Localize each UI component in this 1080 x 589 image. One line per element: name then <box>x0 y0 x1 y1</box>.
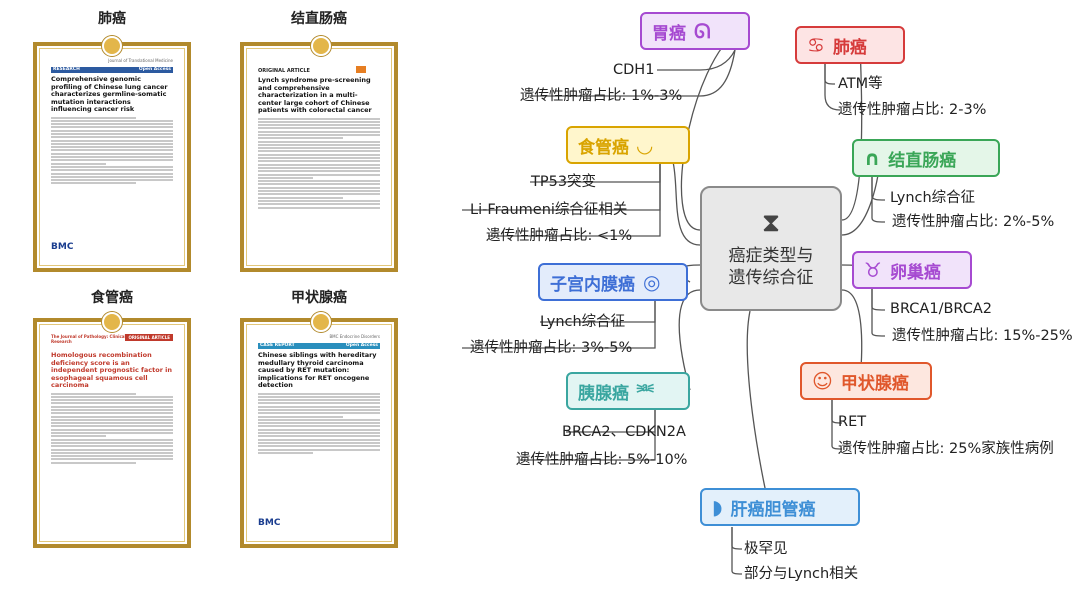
paper-thumbnail-esophageal[interactable]: The Journal of Pathology: Clinical Resea… <box>33 318 191 548</box>
leaf-stomach-ratio: 遗传性肿瘤占比: 1%-3% <box>520 88 683 104</box>
node-thyroid[interactable]: ☺ 甲状腺癌 <box>800 362 932 400</box>
liver-icon: ◗ <box>712 495 723 519</box>
center-title-line1: 癌症类型与 <box>728 246 814 266</box>
medal-icon <box>311 36 331 56</box>
uterus-icon: ◎ <box>643 270 661 294</box>
leaf-ovarian-gene: BRCA1/BRCA2 <box>890 301 993 317</box>
node-ovarian[interactable]: ♉ 卵巢癌 <box>852 251 972 289</box>
node-label: 子宫内膜癌 <box>550 274 635 295</box>
article-type-bar: RESEARCH Open Access <box>51 67 173 73</box>
journal-name: The Journal of Pathology: Clinical Resea… <box>51 334 126 344</box>
center-title-line2: 遗传综合征 <box>728 268 814 288</box>
node-lung[interactable]: ♋ 肺癌 <box>795 26 905 64</box>
leaf-colorectal-ratio: 遗传性肿瘤占比: 2%-5% <box>892 214 1055 230</box>
dna-hourglass-icon: ⧗ <box>761 208 781 238</box>
node-endometrial[interactable]: 子宫内膜癌 ◎ <box>538 263 688 301</box>
paper-thumbnail-colorectal[interactable]: ORIGINAL ARTICLE Lynch syndrome pre-scre… <box>240 42 398 272</box>
node-label: 卵巢癌 <box>889 262 941 283</box>
paper-thumbnail-lung[interactable]: Journal of Translational Medicine RESEAR… <box>33 42 191 272</box>
leaf-esophagus-syndrome: Li-Fraumeni综合征相关 <box>470 202 628 218</box>
medal-icon <box>102 36 122 56</box>
node-label: 甲状腺癌 <box>840 373 909 394</box>
paper-label-esophageal: 食管癌 <box>91 290 133 306</box>
leaf-ovarian-ratio: 遗传性肿瘤占比: 15%-25% <box>892 328 1073 344</box>
medal-icon <box>311 312 331 332</box>
thyroid-icon: ☺ <box>812 369 833 393</box>
ovary-icon: ♉ <box>864 258 882 282</box>
paper-label-lung: 肺癌 <box>98 11 126 27</box>
node-colorectal[interactable]: ∩ 结直肠癌 <box>852 139 1000 177</box>
body-text-lines <box>258 392 380 454</box>
paper-label-thyroid: 甲状腺癌 <box>291 290 347 306</box>
article-type: RESEARCH <box>53 67 80 72</box>
body-text-lines <box>258 117 380 209</box>
article-type-bar: CASE REPORT Open Access <box>258 343 380 349</box>
node-biliary[interactable]: ◗ 肝癌胆管癌 <box>700 488 860 526</box>
node-label: 结直肠癌 <box>888 150 957 171</box>
lungs-icon: ♋ <box>807 33 825 57</box>
node-label: 肝癌胆管癌 <box>730 499 816 520</box>
center-node[interactable]: ⧗ 癌症类型与 遗传综合征 <box>700 186 842 311</box>
node-label: 胰腺癌 <box>578 383 629 404</box>
paper-thumbnail-thyroid[interactable]: BMC Endocrine Disorders CASE REPORT Open… <box>240 318 398 548</box>
paper-title: Comprehensive genomic profiling of Chine… <box>51 75 168 113</box>
paper-title: Chinese siblings with hereditary medulla… <box>258 351 377 389</box>
leaf-esophagus-gene: TP53突变 <box>531 174 597 190</box>
paper-label-colorectal: 结直肠癌 <box>291 11 347 27</box>
leaf-endometrial-syndrome: Lynch综合征 <box>540 314 626 330</box>
pancreas-icon: ⎃ <box>637 379 654 403</box>
body-text-lines <box>51 116 173 185</box>
node-label: 胃癌 <box>652 23 686 44</box>
publisher-logo: BMC <box>51 242 74 252</box>
leaf-lung-ratio: 遗传性肿瘤占比: 2-3% <box>838 102 987 118</box>
node-label: 食管癌 <box>578 137 629 158</box>
leaf-biliary-lynch: 部分与Lynch相关 <box>744 566 859 582</box>
leaf-biliary-rarity: 极罕见 <box>744 541 788 557</box>
publisher-logo: BMC <box>258 518 281 528</box>
leaf-lung-gene: ATM等 <box>838 76 883 92</box>
paper-title: Lynch syndrome pre-screening and compreh… <box>258 76 372 114</box>
leaf-endometrial-ratio: 遗传性肿瘤占比: 3%-5% <box>470 340 633 356</box>
intestine-icon: ∩ <box>864 146 881 170</box>
journal-logo <box>355 66 366 73</box>
node-pancreas[interactable]: 胰腺癌 ⎃ <box>566 372 690 410</box>
article-type: ORIGINAL ARTICLE <box>125 334 173 341</box>
open-access-label: Open Access <box>345 343 378 348</box>
leaf-esophagus-ratio: 遗传性肿瘤占比: <1% <box>486 228 633 244</box>
node-esophagus[interactable]: 食管癌 ◡ <box>566 126 690 164</box>
article-type: ORIGINAL ARTICLE <box>258 68 310 74</box>
node-stomach[interactable]: 胃癌 ᘏ <box>640 12 750 50</box>
article-type: CASE REPORT <box>260 343 295 348</box>
paper-title: Homologous recombination deficiency scor… <box>51 351 173 389</box>
leaf-stomach-gene: CDH1 <box>613 62 655 78</box>
medal-icon <box>102 312 122 332</box>
node-label: 肺癌 <box>832 37 867 58</box>
journal-name: Journal of Translational Medicine <box>108 58 173 63</box>
leaf-colorectal-syndrome: Lynch综合征 <box>890 190 976 206</box>
leaf-thyroid-gene: RET <box>838 414 867 430</box>
body-text-lines <box>51 392 173 464</box>
stomach-icon: ᘏ <box>694 19 711 43</box>
leaf-pancreas-ratio: 遗传性肿瘤占比: 5%-10% <box>516 452 688 468</box>
open-access-label: Open Access <box>138 67 171 72</box>
journal-name: BMC Endocrine Disorders <box>329 334 380 339</box>
leaf-pancreas-gene: BRCA2、CDKN2A <box>562 424 686 440</box>
leaf-thyroid-ratio: 遗传性肿瘤占比: 25%家族性病例 <box>838 441 1054 457</box>
esophagus-icon: ◡ <box>637 133 653 157</box>
